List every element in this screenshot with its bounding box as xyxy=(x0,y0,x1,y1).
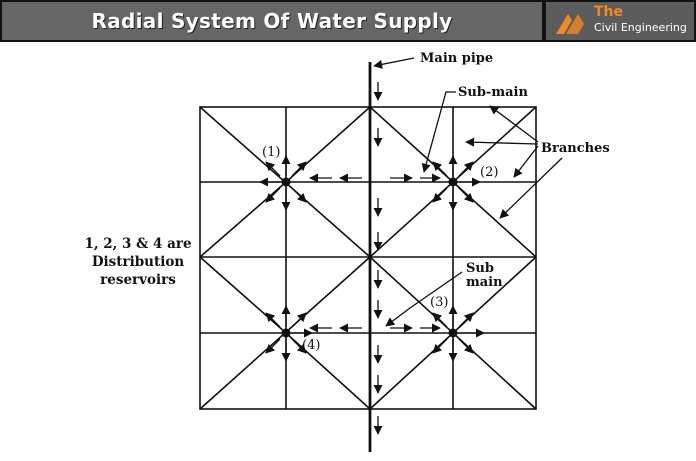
main-pipe-label: Main pipe xyxy=(420,51,493,66)
reservoir-1-label: (1) xyxy=(262,145,280,160)
header-bar: Radial System Of Water Supply xyxy=(0,0,544,42)
note-line-2: Distribution xyxy=(91,254,185,270)
reservoir-4-label: (4) xyxy=(302,338,320,353)
note-line-3: reservoirs xyxy=(100,272,176,288)
brand-the: The xyxy=(594,4,624,20)
sub-main-label-bottom-2: main xyxy=(466,275,503,290)
brand-logo: The Civil Engineering xyxy=(544,0,696,42)
brand-name: Civil Engineering xyxy=(594,21,687,34)
sub-main-label-top: Sub-main xyxy=(458,85,528,100)
page-title: Radial System Of Water Supply xyxy=(91,9,453,33)
reservoir-4 xyxy=(265,305,313,362)
reservoir-note: 1, 2, 3 & 4 are Distribution reservoirs xyxy=(78,235,198,289)
reservoir-3-label: (3) xyxy=(430,295,448,310)
reservoir-2 xyxy=(432,155,481,211)
sub-main-label-bottom-1: Sub xyxy=(466,261,494,276)
reservoir-2-label: (2) xyxy=(480,165,498,180)
sub-main-arrows xyxy=(309,173,441,333)
reservoir-1 xyxy=(259,155,307,211)
reservoir-3 xyxy=(432,305,485,362)
grid-lines xyxy=(199,106,537,410)
leader-lines xyxy=(373,57,563,327)
note-line-1: 1, 2, 3 & 4 are xyxy=(84,236,192,252)
brand-logo-icon xyxy=(556,14,584,34)
radial-system-diagram: Main pipe Sub-main Branches Sub main (1)… xyxy=(199,51,610,452)
branches-label: Branches xyxy=(541,141,610,156)
